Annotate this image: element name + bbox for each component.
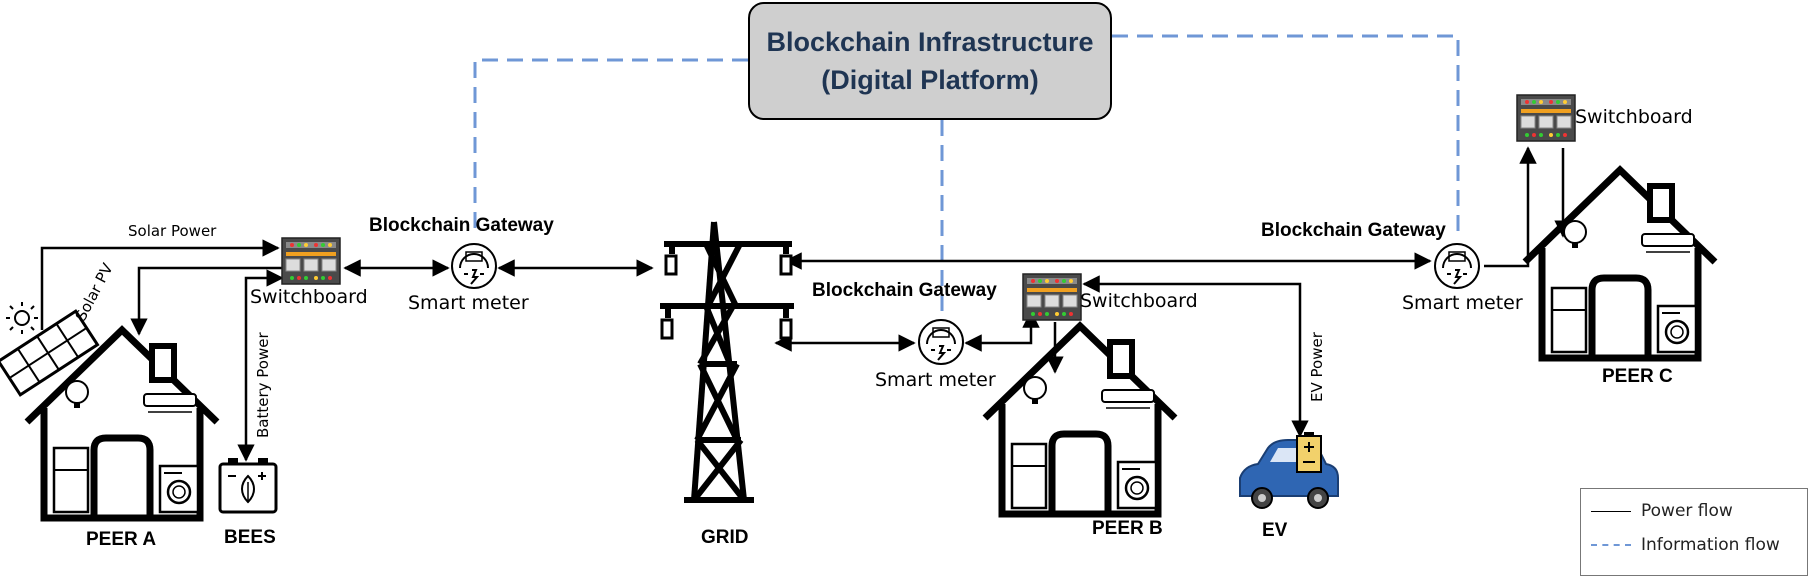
peer-a-gateway-label: Blockchain Gateway: [369, 215, 554, 236]
peer-c-smart-meter-label: Smart meter: [1402, 292, 1523, 314]
peer-c-smart-meter-icon: [1434, 243, 1480, 289]
information-flow-lines: [473, 34, 1460, 322]
legend-power-swatch: [1591, 510, 1631, 512]
legend-power-flow: Power flow: [1591, 501, 1733, 521]
platform-title-line1: Blockchain Infrastructure: [766, 27, 1094, 57]
ev-label: EV: [1262, 520, 1288, 541]
battery-icon: [218, 458, 278, 514]
solar-to-switchboard: [40, 239, 280, 330]
legend-information-flow: Information flow: [1591, 535, 1780, 555]
peer-c-gateway-label: Blockchain Gateway: [1261, 220, 1446, 241]
solar-pv-label: Solar PV: [72, 260, 117, 324]
ev-power-label: EV Power: [1308, 331, 1326, 402]
peer-b-switchboard-label: Switchboard: [1080, 290, 1198, 312]
solar-panel: [0, 309, 100, 397]
switchboard-bees: [237, 269, 284, 462]
peer-b-house-icon: [985, 326, 1175, 514]
sun-icon: [6, 302, 38, 334]
peer-a-label: PEER A: [86, 529, 157, 550]
solar-power-label: Solar Power: [128, 222, 217, 240]
peer-c-switchboard-icon: [1516, 94, 1576, 142]
peer-b-gateway-label: Blockchain Gateway: [812, 280, 997, 301]
peer-c-house-icon: [1525, 170, 1715, 358]
ev-battery-icon: [1296, 432, 1322, 473]
peer-b-smart-meter-icon: [918, 319, 964, 365]
grid-label: GRID: [701, 527, 749, 548]
switchboard-b-ev: [1082, 275, 1309, 438]
peer-c-switchboard-label: Switchboard: [1575, 106, 1693, 128]
ev-car-icon: [1239, 439, 1339, 509]
info-line-peer-c-gateway: [1112, 34, 1460, 240]
battery-power-label: Battery Power: [254, 332, 272, 438]
info-line-peer-a-gateway: [473, 58, 748, 236]
peer-a-switchboard-label: Switchboard: [250, 286, 368, 308]
bees-label: BEES: [224, 527, 276, 548]
switchboard-to-peer-a: [130, 266, 282, 336]
meter-c-to-switchboard-c: [1484, 146, 1537, 268]
peer-c-label: PEER C: [1602, 366, 1673, 387]
legend-information-flow-label: Information flow: [1641, 535, 1780, 555]
blockchain-platform-box: Blockchain Infrastructure (Digital Platf…: [748, 2, 1112, 120]
transmission-tower-icon: [660, 221, 794, 503]
legend: Power flow Information flow: [1580, 488, 1808, 576]
peer-b-label: PEER B: [1092, 518, 1163, 539]
peer-b-switchboard-icon: [1022, 273, 1082, 321]
meter-b-to-switchboard-b: [964, 310, 1040, 352]
peer-b-smart-meter-label: Smart meter: [875, 369, 996, 391]
peer-a-switchboard-icon: [281, 237, 341, 285]
legend-info-swatch: [1591, 544, 1631, 546]
platform-title-line2: (Digital Platform): [821, 65, 1039, 95]
peer-a-smart-meter-icon: [451, 243, 497, 289]
legend-power-flow-label: Power flow: [1641, 501, 1733, 521]
peer-a-smart-meter-label: Smart meter: [408, 292, 529, 314]
